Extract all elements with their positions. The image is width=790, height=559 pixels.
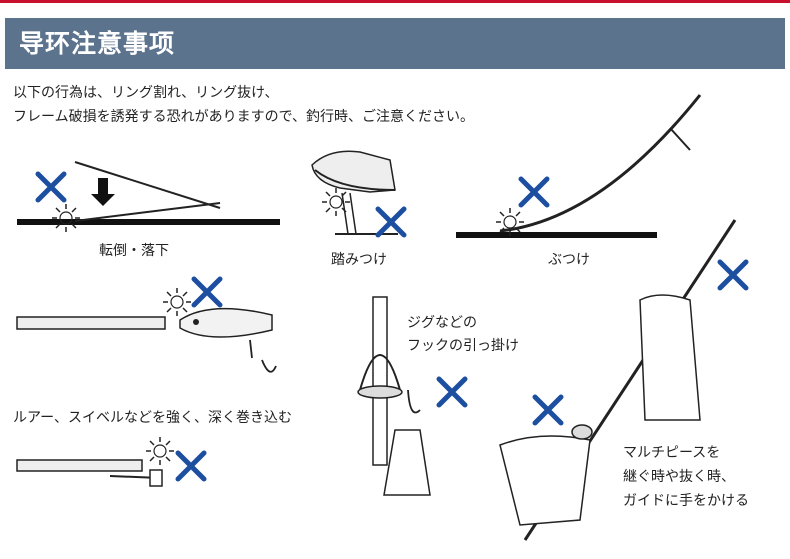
fall-drop-illustration — [17, 161, 280, 233]
fall-drop-cross-icon — [38, 174, 64, 200]
lure-pull-illustration — [16, 287, 277, 373]
caption-jig-hook-1: ジグなどの — [407, 315, 477, 331]
bump-illustration — [456, 94, 702, 238]
step-on-illustration — [311, 150, 398, 235]
page-title: 导环注意事项 — [5, 18, 785, 69]
swivel-cross-icon — [178, 453, 204, 479]
step-on-cross-icon — [378, 209, 404, 235]
caption-jig-hook-2: フックの引っ掛け — [407, 338, 519, 354]
multipiece-bottom-cross-icon — [535, 397, 561, 423]
lure-pull-cross-icon — [194, 279, 220, 305]
caption-lure-pull: ルアー、スイベルなどを強く、深く巻き込む — [13, 410, 293, 426]
caption-multipiece-2: 継ぐ時や抜く時、 — [623, 469, 735, 485]
multipiece-top-cross-icon — [720, 262, 746, 288]
multipiece-illustration — [499, 219, 737, 541]
caption-multipiece-3: ガイドに手をかける — [623, 493, 749, 509]
caption-fall-drop: 転倒・落下 — [99, 243, 169, 259]
jig-hook-cross-icon — [439, 379, 465, 405]
intro-line-1: 以下の行為は、リング割れ、リング抜け、 — [13, 85, 279, 101]
caption-bump: ぶつけ — [548, 252, 590, 268]
intro-text: 以下の行為は、リング割れ、リング抜け、 フレーム破損を誘発する恐れがありますので… — [13, 81, 474, 129]
jig-hook-illustration — [357, 296, 431, 496]
intro-line-2: フレーム破損を誘発する恐れがありますので、釣行時、ご注意ください。 — [13, 109, 475, 125]
bump-cross-icon — [521, 179, 547, 205]
caption-multipiece-1: マルチピースを — [623, 445, 721, 461]
caption-step-on: 踏みつけ — [331, 252, 387, 268]
top-accent-line — [0, 0, 790, 3]
swivel-illustration — [16, 436, 175, 487]
